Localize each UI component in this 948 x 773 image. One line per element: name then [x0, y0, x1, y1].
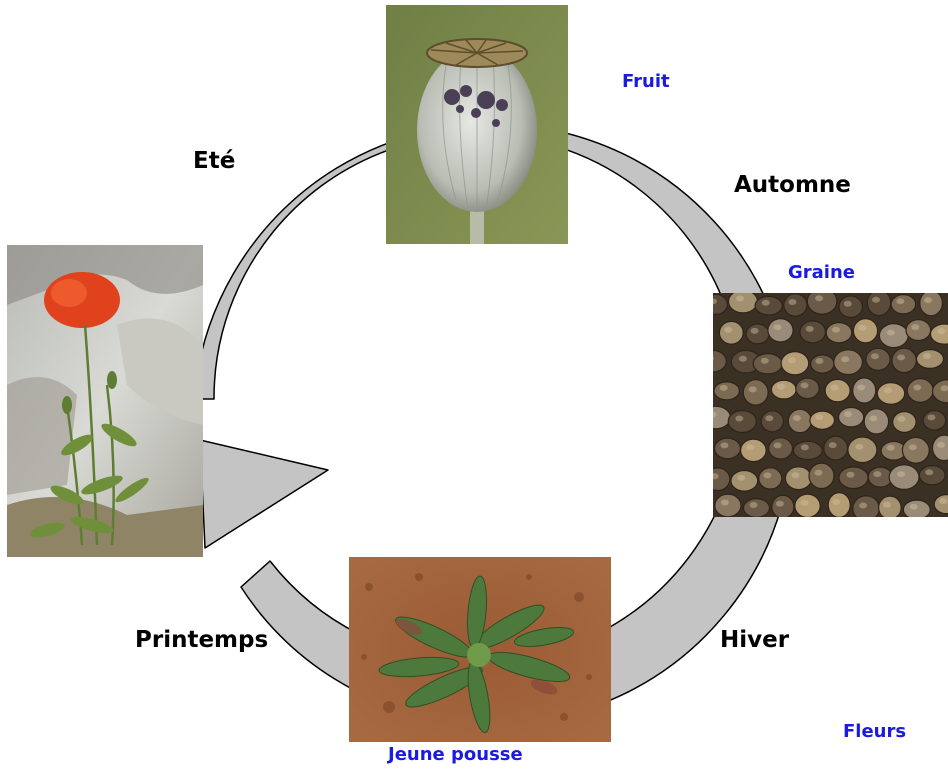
- cycle-arrowhead: [200, 440, 328, 548]
- stage-label-flowers: Fleurs: [843, 723, 906, 741]
- stage-label-seedling: Jeune pousse: [388, 746, 523, 764]
- season-label-summer: Eté: [193, 150, 235, 173]
- season-label-winter: Hiver: [720, 629, 789, 652]
- seedling-photo: [349, 557, 611, 742]
- stage-label-fruit: Fruit: [622, 73, 670, 91]
- seeds-photo: [713, 293, 948, 517]
- stage-label-seed: Graine: [788, 264, 855, 282]
- fruit-photo: [386, 5, 568, 244]
- season-label-autumn: Automne: [734, 174, 851, 197]
- season-label-spring: Printemps: [135, 629, 268, 652]
- flower-photo: [7, 245, 203, 557]
